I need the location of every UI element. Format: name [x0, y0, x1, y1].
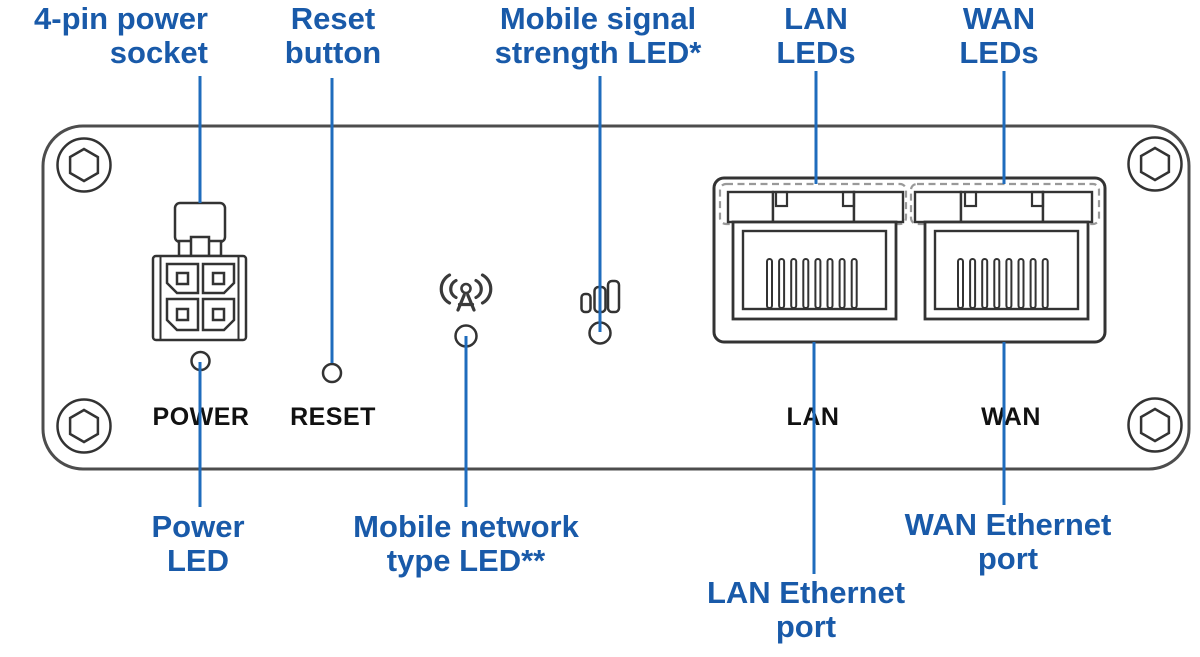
callout-line: WAN: [962, 1, 1036, 36]
panel-text-power: POWER: [152, 403, 250, 431]
callout-wan-leds: WAN LEDs: [959, 2, 1038, 70]
lan-port-pins: [766, 258, 858, 309]
callout-line: port: [977, 541, 1039, 576]
callout-reset-button: Reset button: [285, 2, 381, 70]
wan-leds-dashed-zone: [909, 182, 1101, 226]
power-socket-drawing: [151, 201, 248, 342]
panel-text-wan: WAN: [981, 403, 1041, 431]
lan-led-window-right: [852, 190, 905, 224]
pin-cavity: [165, 297, 200, 332]
callout-line: type LED**: [386, 543, 546, 578]
callout-line: socket: [109, 35, 208, 70]
callout-line: button: [284, 35, 382, 70]
callout-line: WAN Ethernet: [904, 507, 1112, 542]
panel-text-reset: RESET: [290, 403, 376, 431]
pin-cavity: [201, 297, 236, 332]
wan-led-window-left: [913, 190, 963, 224]
screw-top-right: [1127, 136, 1183, 192]
wan-led-window-right: [1041, 190, 1094, 224]
callout-line: 4-pin power: [34, 1, 208, 36]
hex-socket-screw-icon: [1139, 146, 1171, 182]
mobile-network-antenna-icon: [439, 273, 493, 312]
pin-cavity: [201, 262, 236, 295]
hex-socket-screw-icon: [68, 408, 100, 444]
callout-mobile-signal-led: Mobile signal strength LED*: [495, 2, 702, 70]
callout-line: Reset: [290, 1, 376, 36]
ethernet-port-block: [712, 176, 1107, 344]
callout-line: LEDs: [776, 35, 856, 70]
callout-power-socket: 4-pin power socket: [34, 2, 208, 70]
lan-leds-dashed-zone: [718, 182, 908, 226]
wan-port-pins: [957, 258, 1049, 309]
panel-text-lan: LAN: [786, 403, 840, 431]
callout-mobile-network-led: Mobile network type LED**: [353, 510, 579, 578]
lan-led-window-left: [726, 190, 775, 224]
callout-lan-leds: LAN LEDs: [776, 2, 855, 70]
callout-line: Mobile network: [353, 509, 579, 544]
callout-line: Power: [151, 509, 245, 544]
callout-line: Mobile signal: [499, 1, 697, 36]
callout-lan-ethernet-port: LAN Ethernet port: [707, 576, 905, 644]
screw-bottom-left: [56, 398, 112, 454]
callout-line: LAN: [784, 1, 848, 36]
hex-socket-screw-icon: [68, 147, 100, 183]
rj45-lan-port-drawing: [726, 190, 905, 321]
rj45-wan-port-drawing: [913, 190, 1094, 321]
screw-top-left: [56, 137, 112, 193]
screw-bottom-right: [1127, 397, 1183, 453]
callout-line: LED: [167, 543, 229, 578]
callout-line: LAN Ethernet: [706, 575, 906, 610]
callout-line: LEDs: [959, 35, 1039, 70]
callout-power-led: Power LED: [151, 510, 244, 578]
callout-line: strength LED*: [494, 35, 702, 70]
pin-cavity: [165, 262, 200, 295]
callout-wan-ethernet-port: WAN Ethernet port: [905, 508, 1112, 576]
callout-line: port: [775, 609, 837, 644]
hex-socket-screw-icon: [1139, 407, 1171, 443]
reset-button-hole[interactable]: [321, 362, 343, 384]
